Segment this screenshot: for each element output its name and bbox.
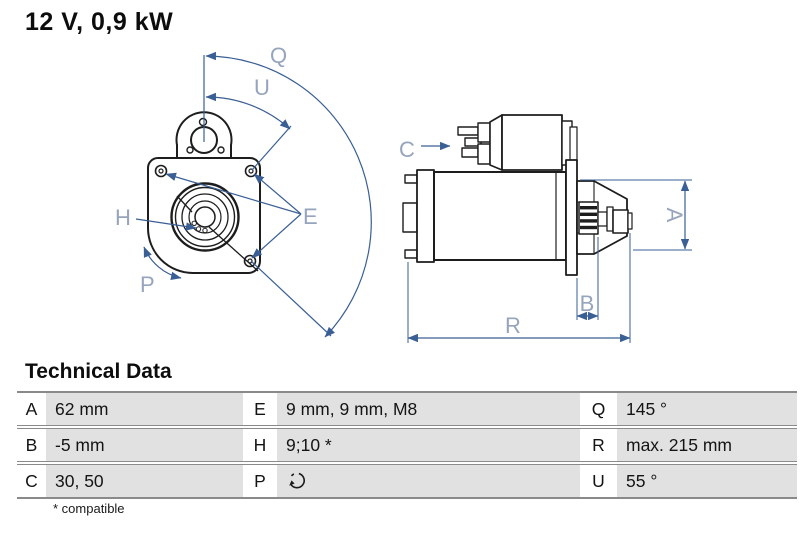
param-key: R xyxy=(580,429,617,461)
param-value: 62 mm xyxy=(46,393,243,425)
param-key: A xyxy=(17,393,46,425)
dim-label-q: Q xyxy=(270,43,287,68)
dim-label-u: U xyxy=(254,75,270,100)
param-value: -5 mm xyxy=(46,429,243,461)
technical-data-table: A 62 mm E 9 mm, 9 mm, M8 Q 145 ° B -5 mm… xyxy=(17,391,797,499)
rear-end-cap xyxy=(416,169,435,263)
table-top-rule xyxy=(17,391,797,393)
dim-label-p: P xyxy=(140,272,155,297)
param-key: P xyxy=(243,465,277,497)
table-separator xyxy=(17,461,797,465)
param-key: B xyxy=(17,429,46,461)
param-value: 55 ° xyxy=(617,465,797,497)
dim-label-h: H xyxy=(115,205,131,230)
drive-end xyxy=(576,180,633,255)
param-value: 9 mm, 9 mm, M8 xyxy=(277,393,580,425)
dim-label-b: B xyxy=(580,291,595,316)
dim-label-e: E xyxy=(303,204,318,229)
footnote: * compatible xyxy=(53,501,125,516)
dim-label-a: A xyxy=(662,208,687,223)
param-key: E xyxy=(243,393,277,425)
param-value: 9;10 * xyxy=(277,429,580,461)
dimension-lines xyxy=(135,51,692,343)
dim-label-r: R xyxy=(505,313,521,338)
table-bottom-rule xyxy=(17,497,797,499)
section-heading: Technical Data xyxy=(25,360,172,383)
dim-label-c: C xyxy=(399,137,415,162)
table-row: B -5 mm H 9;10 * R max. 215 mm xyxy=(17,429,797,461)
param-value: max. 215 mm xyxy=(617,429,797,461)
param-key: U xyxy=(580,465,617,497)
table-row: A 62 mm E 9 mm, 9 mm, M8 Q 145 ° xyxy=(17,393,797,425)
side-flange xyxy=(565,159,578,276)
motor-body xyxy=(433,171,567,261)
table-row: C 30, 50 P U 55 ° xyxy=(17,465,797,497)
param-value: 145 ° xyxy=(617,393,797,425)
param-key: Q xyxy=(580,393,617,425)
param-value: 30, 50 xyxy=(46,465,243,497)
solenoid xyxy=(457,114,578,171)
param-key: C xyxy=(17,465,46,497)
param-value-icon xyxy=(277,465,580,497)
table-separator xyxy=(17,425,797,429)
param-key: H xyxy=(243,429,277,461)
dimension-labels: Q U E H P C A B R xyxy=(115,43,687,338)
technical-drawing: Q U E H P C A B R xyxy=(115,43,692,343)
side-view-starter-motor xyxy=(402,114,633,276)
rotation-direction-icon xyxy=(289,472,305,489)
shaft-end xyxy=(612,209,629,234)
page-title: 12 V, 0,9 kW xyxy=(25,8,174,36)
